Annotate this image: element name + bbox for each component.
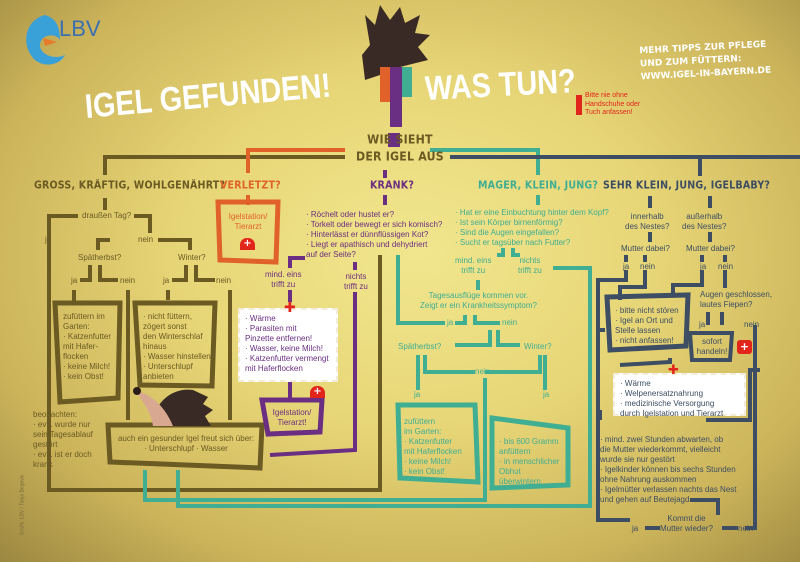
label-ja: ja xyxy=(699,320,706,329)
act-now-box: sofort handeln! xyxy=(696,337,728,356)
alarm-cross-icon: + xyxy=(737,340,752,354)
q-winter: Winter? xyxy=(524,342,552,351)
warning-exclamation-icon xyxy=(576,95,582,115)
q-inside-nest: innerhalb des Nestes? xyxy=(625,212,670,231)
box-igelstation: Igelstation/ Tierarzt xyxy=(228,212,268,231)
red-cross-icon: ✚ xyxy=(284,300,296,316)
q-winter: Winter? xyxy=(178,253,206,262)
credit: Grafik: LBV / Tanja Begovic xyxy=(19,474,26,536)
box-igelstation-tierarzt: Igelstation/ Tierarzt! xyxy=(272,408,312,427)
label-none: nichts trifft zu xyxy=(518,256,542,275)
label-ja: ja xyxy=(700,262,707,271)
q-day-trips: Tagesausflüge kommen vor. Zeigt er ein K… xyxy=(420,291,537,310)
hedgehog-question-mark-icon xyxy=(362,5,430,147)
label-ja: ja xyxy=(45,235,52,244)
q-mother-returns: Kommt die Mutter wieder? xyxy=(660,514,713,533)
label-none: nichts trifft zu xyxy=(344,272,368,291)
purple-lines xyxy=(259,170,387,457)
baby-care-list: · Wärme · Welpenersatznahrung · medizini… xyxy=(620,379,724,418)
label-at-least-one: mind. eins trifft zu xyxy=(455,256,492,275)
label-ja: ja xyxy=(71,276,78,285)
label-ja: ja xyxy=(632,524,639,533)
label-nein: nein xyxy=(640,262,656,271)
thin-questions: · Hat er eine Einbuchtung hinter dem Kop… xyxy=(455,208,609,247)
q-outside-nest: außerhalb des Nestes? xyxy=(682,212,727,231)
q-late-autumn: Spätherbst? xyxy=(78,253,122,262)
label-at-least-one: mind. eins trifft zu xyxy=(265,270,302,289)
label-nein: nein xyxy=(738,524,754,533)
heading-baby: SEHR KLEIN, JUNG, IGELBABY? xyxy=(603,179,771,192)
q-mother-present: Mutter dabei? xyxy=(621,244,670,253)
box-autumn-feeding: zufüttern im Garten: · Katzenfutter mit … xyxy=(404,417,462,476)
heading-mager: MAGER, KLEIN, JUNG? xyxy=(478,179,599,192)
orange-lines xyxy=(215,148,345,265)
sick-care-card: · Wärme · Parasiten mit Pinzette entfern… xyxy=(238,308,338,382)
q-eyes-closed: Augen geschlossen, lautes Fiepen? xyxy=(700,290,773,309)
sick-care-list: · Wärme · Parasiten mit Pinzette entfern… xyxy=(245,314,329,373)
wait-advice: · mind. zwei Stunden abwarten, ob die Mu… xyxy=(600,435,737,504)
center-question: WIE SIEHT DER IGEL AUS xyxy=(356,131,444,165)
box-winter-advice: · nicht füttern, zögert sonst den Winter… xyxy=(143,312,211,381)
hedgehog-illustration-icon xyxy=(133,387,213,426)
label-nein: nein xyxy=(502,318,518,327)
heading-gross: GROSS, KRÄFTIG, WOHLGENÄHRT? xyxy=(34,179,226,192)
box-leave-alone: · bitte nicht stören · Igel an Ort und S… xyxy=(615,306,679,345)
red-cross-icon: ✚ xyxy=(668,363,679,378)
label-nein: nein xyxy=(475,367,491,376)
label-nein: nein xyxy=(718,262,734,271)
label-nein: nein xyxy=(120,276,136,285)
q-outside-daytime: draußen Tag? xyxy=(82,211,132,220)
label-nein: nein xyxy=(216,276,232,285)
olive-lines xyxy=(47,155,382,492)
more-tips-link[interactable]: MEHR TIPPS ZUR PFLEGE UND ZUM FÜTTERN: W… xyxy=(639,39,772,83)
alarm-cross-icon: + xyxy=(240,238,255,250)
baby-care-card: · Wärme · Welpenersatznahrung · medizini… xyxy=(613,373,746,418)
label-nein: nein xyxy=(138,235,154,244)
box-autumn-feeding: zufüttern im Garten: · Katzenfutter mit … xyxy=(63,312,112,381)
sick-questions: · Röchelt oder hustet er? · Torkelt oder… xyxy=(306,210,443,259)
gloves-warning: Bitte nie ohne Handschuhe oder Tuch anfa… xyxy=(585,92,641,116)
q-late-autumn: Spätherbst? xyxy=(398,342,442,351)
observe-note: beobachten: · evtl. wurde nur sein Tages… xyxy=(33,410,93,469)
q-mother-present: Mutter dabei? xyxy=(686,244,735,253)
label-nein: nein xyxy=(744,320,760,329)
logo-text: LBV xyxy=(59,16,101,41)
heading-krank: KRANK? xyxy=(370,179,415,192)
teal-lines xyxy=(143,148,592,508)
label-ja: ja xyxy=(447,318,454,327)
title-part2: WAS TUN? xyxy=(424,62,577,108)
heading-verletzt: VERLETZT? xyxy=(220,179,281,192)
label-ja: ja xyxy=(623,262,630,271)
kingfisher-logo-icon xyxy=(26,15,65,65)
navy-lines xyxy=(450,155,800,530)
healthy-hedgehog-tip: auch ein gesunder Igel freut sich über: … xyxy=(117,434,255,453)
label-ja: ja xyxy=(543,390,550,399)
alarm-cross-icon: + xyxy=(310,386,325,398)
label-ja: ja xyxy=(414,390,421,399)
box-winter-care: · bis 600 Gramm anfüttern · in menschlic… xyxy=(499,437,560,486)
label-ja: ja xyxy=(163,276,170,285)
lbv-logo: LBV xyxy=(15,10,115,70)
